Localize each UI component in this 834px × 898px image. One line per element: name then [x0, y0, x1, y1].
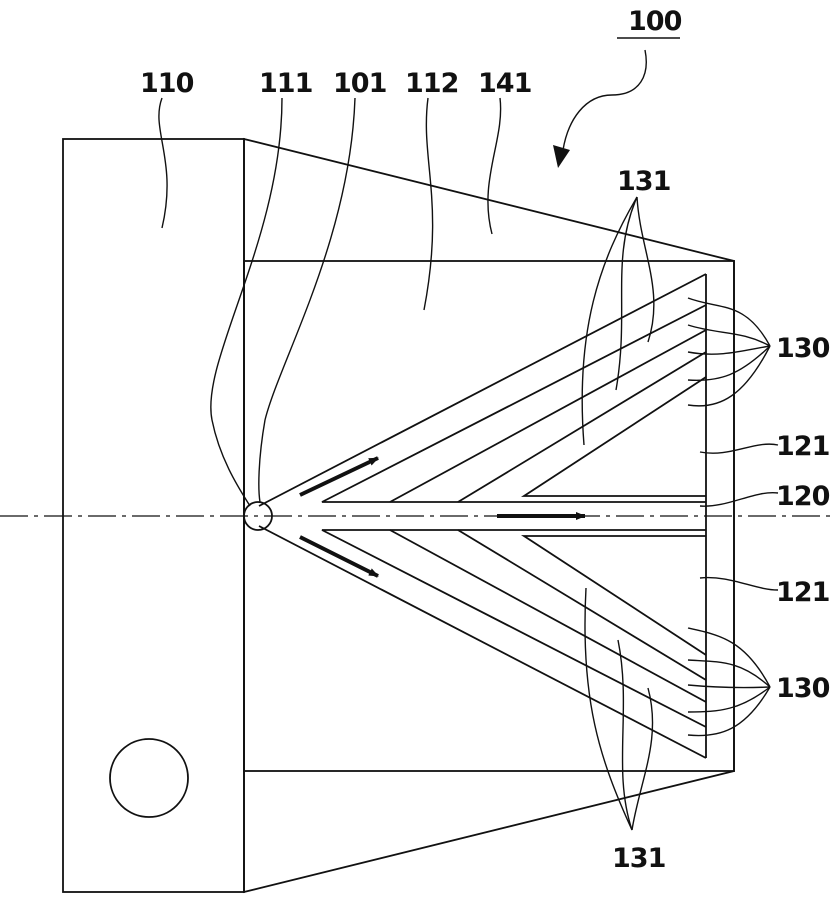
leader-130-lower-e	[687, 686, 771, 737]
leader-111	[210, 97, 283, 507]
label-111: 111	[259, 68, 312, 99]
flow-arrow-icon	[299, 456, 379, 497]
flow-arrows	[299, 456, 586, 578]
leader-arrowhead	[553, 145, 570, 168]
upper-channel-1	[321, 304, 707, 503]
mounting-hole	[109, 738, 189, 818]
upper-channel-4	[520, 376, 707, 497]
label-120: 120	[776, 481, 830, 512]
leader-130-upper-a	[687, 297, 771, 347]
leader-110	[158, 97, 168, 229]
leader-121-lower	[699, 576, 779, 591]
flow-arrow-icon	[299, 535, 379, 578]
lower-channel-4	[520, 535, 707, 656]
label-121-lower: 121	[776, 577, 829, 608]
label-131-lower: 131	[612, 843, 665, 874]
leader-131-lower-c	[631, 687, 654, 831]
leader-120	[699, 491, 779, 507]
leader-131-upper-b	[615, 196, 638, 391]
leader-130-lower-c	[687, 684, 771, 689]
leader-130-lower-b	[687, 659, 771, 688]
splitter-lower-edge	[258, 525, 707, 759]
leader-arrow-icon	[562, 49, 647, 151]
leader-130-upper-c	[687, 345, 771, 355]
figure-reference: 100	[553, 6, 683, 168]
leader-lines	[158, 97, 779, 831]
leader-131-upper-a	[581, 196, 638, 446]
figure-number-label: 100	[628, 6, 682, 37]
leader-112	[423, 97, 434, 311]
upper-channel-stack	[321, 304, 707, 503]
leader-130-lower-a	[687, 627, 771, 688]
leader-130-lower-d	[687, 686, 771, 713]
inlet-circle	[243, 501, 273, 531]
leader-130-upper-d	[687, 345, 771, 382]
leader-121-upper	[699, 443, 779, 454]
label-131-upper: 131	[617, 166, 670, 197]
label-121-upper: 121	[776, 431, 829, 462]
upper-channel-3	[457, 351, 707, 503]
leader-130-upper-b	[687, 324, 771, 347]
label-110: 110	[140, 68, 194, 99]
label-130-upper: 130	[776, 333, 830, 364]
leader-131-lower-b	[617, 639, 633, 831]
label-141: 141	[478, 68, 531, 99]
label-112: 112	[405, 68, 458, 99]
lower-channel-stack	[321, 529, 707, 728]
leader-141	[487, 97, 502, 235]
leader-130-upper-e	[687, 345, 771, 407]
leader-131-lower-a	[584, 587, 633, 831]
lower-channel-3	[457, 529, 707, 681]
reference-labels: 110 111 101 112 141 131 130 121 120 121 …	[140, 68, 831, 874]
label-101: 101	[333, 68, 386, 99]
leader-101	[258, 97, 356, 503]
splitter-upper-edge	[258, 273, 707, 507]
upper-channel-2	[389, 329, 707, 503]
label-130-lower: 130	[776, 673, 830, 704]
lower-channel-2	[389, 529, 707, 703]
lower-channel-1	[321, 529, 707, 728]
leader-131-upper-c	[636, 196, 655, 343]
